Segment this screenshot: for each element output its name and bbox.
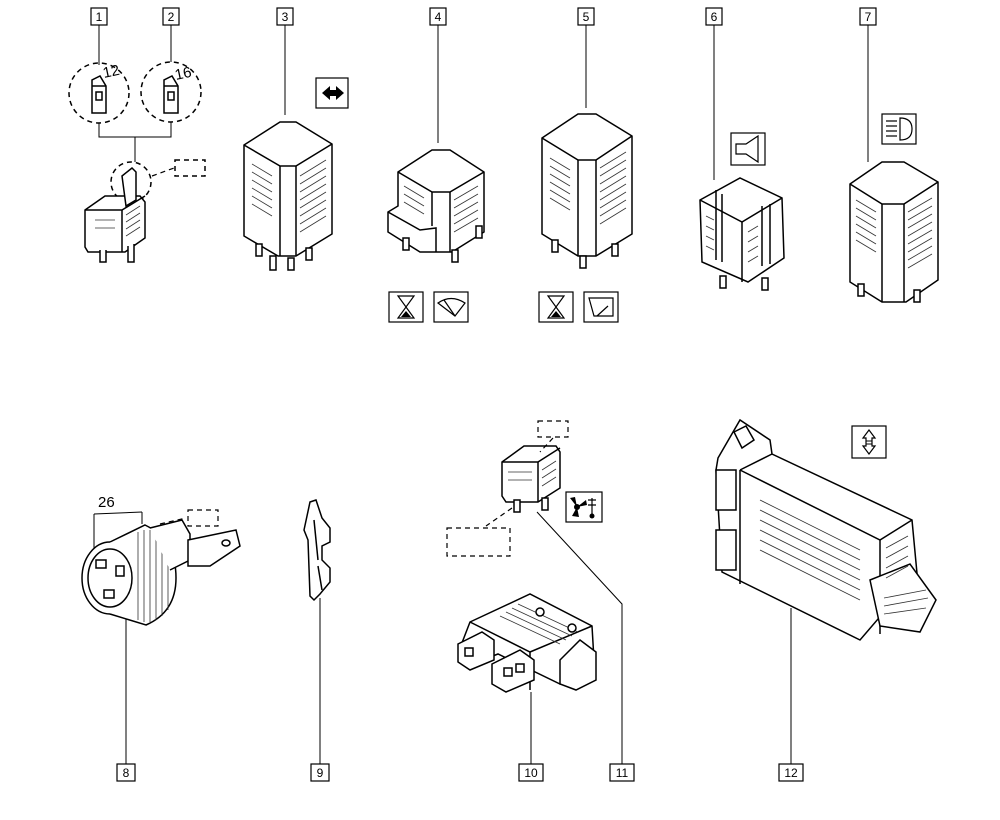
dimension-26: 26 bbox=[93, 494, 143, 548]
relay-11 bbox=[501, 445, 561, 513]
terminal-pin-9 bbox=[303, 499, 331, 602]
connector-block-10 bbox=[457, 593, 597, 693]
relay-3 bbox=[243, 121, 333, 271]
callout-12: 12 bbox=[778, 763, 804, 782]
horn-icon bbox=[730, 132, 766, 166]
svg-text:4: 4 bbox=[435, 10, 442, 24]
headlamp-icon bbox=[881, 113, 917, 145]
svg-text:6: 6 bbox=[711, 10, 718, 24]
control-module-12 bbox=[715, 418, 937, 641]
callout-2: 2 bbox=[162, 7, 180, 26]
svg-text:5: 5 bbox=[583, 10, 590, 24]
callout-10: 10 bbox=[518, 763, 544, 782]
dashed-label-box bbox=[187, 509, 219, 527]
svg-text:11: 11 bbox=[616, 766, 629, 780]
svg-text:1: 1 bbox=[96, 10, 103, 24]
callout-6: 6 bbox=[705, 7, 723, 26]
svg-text:8: 8 bbox=[123, 766, 130, 780]
callout-9: 9 bbox=[310, 763, 330, 782]
rear-wiper-icon bbox=[583, 291, 619, 323]
svg-text:9: 9 bbox=[317, 766, 324, 780]
dashed-label-box-2 bbox=[537, 420, 569, 438]
fan-temperature-icon bbox=[565, 491, 603, 523]
callout-3: 3 bbox=[276, 7, 294, 26]
callout-11: 11 bbox=[609, 763, 635, 782]
socket-8 bbox=[81, 519, 241, 626]
relay-6 bbox=[699, 177, 785, 291]
relay-7 bbox=[849, 161, 939, 303]
hazard-arrows-icon bbox=[315, 77, 349, 109]
dimension-value: 26 bbox=[98, 494, 115, 511]
callout-8: 8 bbox=[116, 763, 136, 782]
callout-7: 7 bbox=[859, 7, 877, 26]
terminal-label-12: 12 bbox=[101, 62, 121, 82]
callout-5: 5 bbox=[577, 7, 595, 26]
svg-text:10: 10 bbox=[524, 766, 538, 780]
svg-text:12: 12 bbox=[784, 766, 798, 780]
timer-icon bbox=[388, 291, 424, 323]
relay-5 bbox=[541, 113, 633, 269]
callout-4: 4 bbox=[429, 7, 447, 26]
leader-lines bbox=[98, 25, 869, 764]
wiper-icon bbox=[433, 291, 469, 323]
svg-text:3: 3 bbox=[282, 10, 289, 24]
dashed-label-box-3 bbox=[446, 527, 511, 557]
timer-icon-2 bbox=[538, 291, 574, 323]
svg-text:7: 7 bbox=[865, 10, 872, 24]
window-up-down-icon bbox=[851, 425, 887, 459]
svg-text:2: 2 bbox=[168, 10, 175, 24]
relay-1-2: 12 16 bbox=[68, 61, 206, 263]
relay-4 bbox=[387, 149, 485, 263]
terminal-label-16: 16 bbox=[173, 64, 193, 84]
callout-1: 1 bbox=[90, 7, 108, 26]
